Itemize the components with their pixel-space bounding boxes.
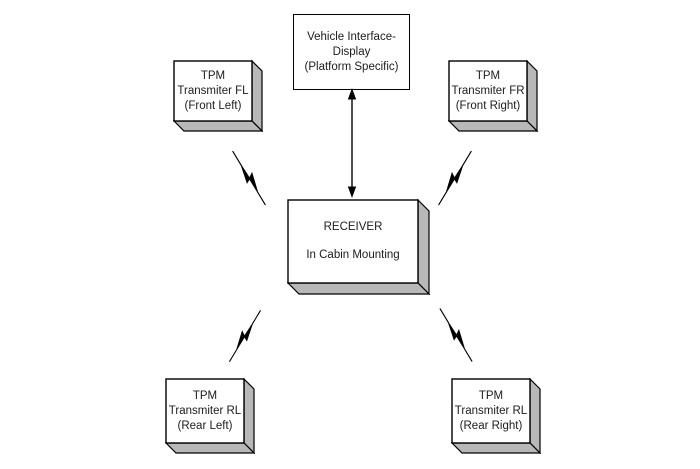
tpm-front-left-line: TPM [200,69,226,82]
tpm-rear-left-line: (Rear Left) [177,419,233,432]
tpm-rear-right-box: TPM Transmiter RL (Rear Right) [451,378,541,454]
receiver-title: RECEIVER [323,221,383,233]
receiver-subtitle: In Cabin Mounting [306,249,400,261]
tpm-front-left-line: Transmiter FL [177,84,249,97]
box-3d-frame [287,199,431,295]
lightning-bolt-front-right-icon [438,150,472,206]
tpm-front-left-box: TPM Transmiter FL (Front Left) [173,60,263,132]
vehicle-display-box: Vehicle Interface- Display (Platform Spe… [293,14,410,90]
tpm-rear-left-line: Transmiter RL [168,404,242,417]
tpm-rear-right-line: Transmiter RL [454,404,528,417]
tpm-front-right-line: Transmiter FR [451,84,525,97]
lightning-bolt-rear-right-icon [439,308,473,362]
tpm-front-left-line: (Front Left) [184,99,242,112]
box-3d-frame [451,378,541,454]
lightning-bolt-front-left-icon [232,150,266,206]
vehicle-display-line: (Platform Specific) [304,60,399,73]
tpm-front-right-box: TPM Transmiter FR (Front Right) [448,60,538,132]
tpm-rear-right-line: (Rear Right) [459,419,523,432]
box-3d-frame [173,60,263,132]
receiver-box: RECEIVER In Cabin Mounting [287,199,431,295]
box-3d-frame [165,378,255,454]
display-receiver-arrow-icon [347,88,357,198]
tpm-rear-left-box: TPM Transmiter RL (Rear Left) [165,378,255,454]
tpm-rear-left-line: TPM [192,389,218,402]
vehicle-display-line: Display [332,45,371,58]
lightning-bolt-rear-left-icon [229,310,261,362]
tpm-front-right-line: TPM [475,69,501,82]
tpm-rear-right-line: TPM [478,389,504,402]
tpm-front-right-line: (Front Right) [455,99,521,112]
vehicle-display-line: Vehicle Interface- [307,30,396,43]
box-3d-frame [448,60,538,132]
